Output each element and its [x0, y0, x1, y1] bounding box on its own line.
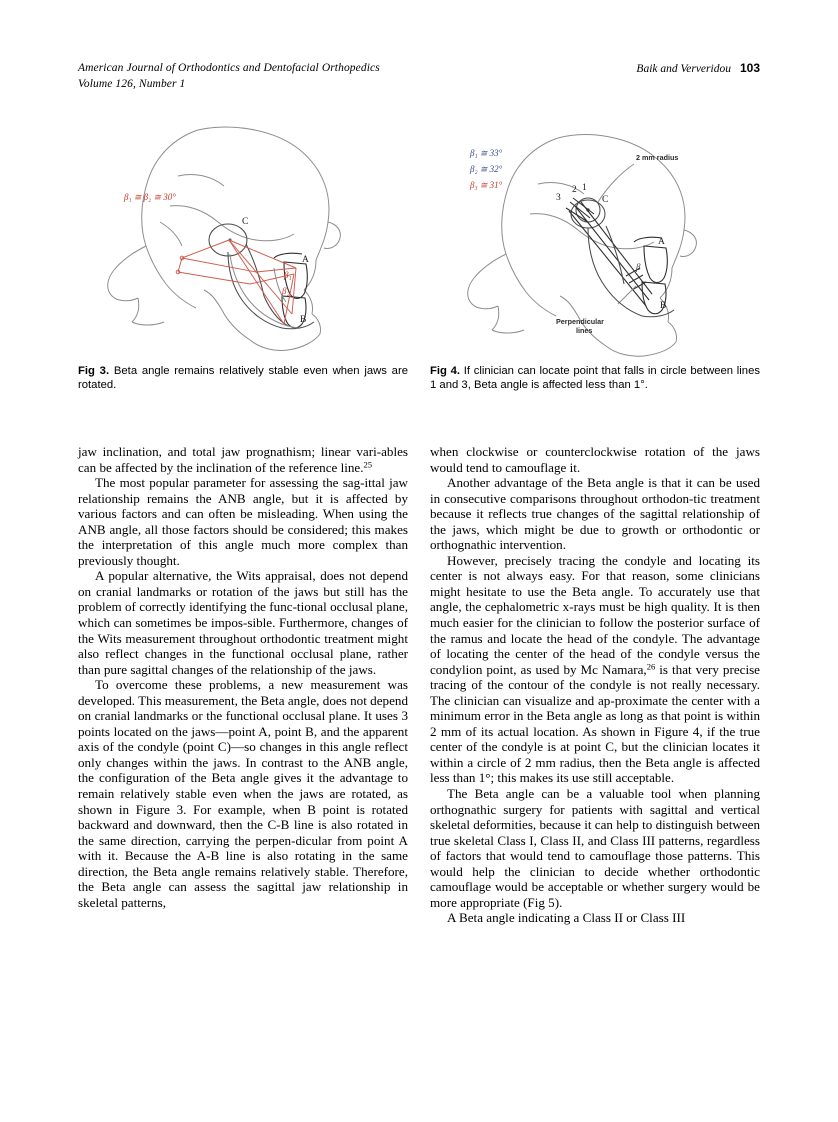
- fig4-point-a-label: A: [658, 237, 665, 247]
- fig4-radius-leader: [597, 163, 635, 203]
- fig3-beta1-label: β₁: [283, 270, 292, 280]
- column-left: jaw inclination, and total jaw prognathi…: [78, 444, 408, 910]
- paragraph-text: However, precisely tracing the condyle a…: [430, 552, 760, 677]
- fig3-point-b-label: B: [300, 315, 306, 325]
- fig4-cranial-lines: [529, 181, 655, 250]
- fig4-perpendicular-label-line2: lines: [576, 326, 592, 335]
- journal-title: American Journal of Orthodontics and Den…: [78, 62, 380, 74]
- fig4-point-c-label: C: [602, 195, 608, 205]
- figure-4-image: β₁ ≅ 33° β₂ ≅ 32° β₃ ≅ 31° 2 mm radius P…: [430, 118, 760, 358]
- figure-4-caption: Fig 4. If clinician can locate point tha…: [430, 364, 760, 393]
- paragraph: The Beta angle can be a valuable tool wh…: [430, 786, 760, 910]
- reference-marker-25: 25: [363, 458, 373, 469]
- paragraph-text: jaw inclination, and total jaw prognathi…: [78, 444, 408, 475]
- figure-4-caption-text: If clinician can locate point that falls…: [430, 365, 761, 392]
- figure-3-caption-text: Beta angle remains relatively stable eve…: [78, 365, 409, 392]
- fig3-beta-angle-lines: [175, 239, 297, 325]
- page-number: 103: [739, 61, 760, 75]
- figure-4-number: Fig 4.: [430, 365, 461, 377]
- paragraph: However, precisely tracing the condyle a…: [430, 553, 760, 786]
- figure-3-image: β₁ ≅ β₂ ≅ 30° C A B β₁ β₂: [78, 118, 408, 358]
- paragraph: To overcome these problems, a new measur…: [78, 677, 408, 910]
- fig3-soft-tissue-outline: [107, 126, 341, 351]
- fig3-rotated-jaw-outline: [229, 253, 299, 329]
- fig4-line-2-label: 2: [572, 185, 577, 195]
- fig3-beta2-label: β₂: [281, 286, 290, 296]
- figure-3-svg: β₁ ≅ β₂ ≅ 30° C A B β₁ β₂: [107, 126, 341, 351]
- fig4-point-b-label: B: [660, 301, 666, 311]
- paragraph: jaw inclination, and total jaw prognathi…: [78, 444, 408, 475]
- fig4-soft-tissue-outline: [467, 134, 697, 357]
- fig3-cranial-lines: [159, 173, 295, 247]
- figure-3-number: Fig 3.: [78, 365, 110, 377]
- paragraph: A popular alternative, the Wits appraisa…: [78, 568, 408, 677]
- paragraph: when clockwise or counterclockwise rotat…: [430, 444, 760, 475]
- fig4-beta2-equation: β₂ ≅ 32°: [469, 164, 503, 174]
- fig4-perpendicular-ticks: [617, 267, 647, 305]
- paragraph: The most popular parameter for assessing…: [78, 475, 408, 568]
- fig4-beta-label: β: [635, 262, 641, 272]
- author-names: Baik and Ververidou: [636, 63, 731, 75]
- body-columns: jaw inclination, and total jaw prognathi…: [78, 444, 760, 1074]
- paragraph: Another advantage of the Beta angle is t…: [430, 475, 760, 553]
- fig4-radius-label: 2 mm radius: [636, 153, 678, 162]
- column-right: when clockwise or counterclockwise rotat…: [430, 444, 760, 926]
- figure-row: β₁ ≅ β₂ ≅ 30° C A B β₁ β₂: [78, 118, 760, 416]
- fig4-line-1-label: 1: [582, 183, 587, 193]
- paragraph-text-cont: is that very precise tracing of the cont…: [430, 661, 760, 786]
- journal-volume: Volume 126, Number 1: [78, 78, 186, 90]
- fig4-mandible-tracing: [587, 225, 675, 318]
- fig4-dentition: [633, 236, 668, 315]
- fig3-angle-equation: β₁ ≅ β₂ ≅ 30°: [123, 192, 176, 202]
- fig4-beta1-equation: β₁ ≅ 33°: [469, 148, 503, 158]
- fig4-perpendicular-label-line1: Perpendicular: [556, 317, 604, 326]
- reference-marker-26: 26: [646, 660, 656, 671]
- fig3-point-a-label: A: [302, 255, 309, 265]
- paragraph: A Beta angle indicating a Class II or Cl…: [447, 910, 686, 926]
- running-head-authors-page: Baik and Ververidou 103: [636, 60, 760, 77]
- fig3-point-c-label: C: [242, 217, 248, 227]
- running-head-journal: American Journal of Orthodontics and Den…: [78, 60, 380, 92]
- fig4-line-3-label: 3: [556, 193, 561, 203]
- figure-3-caption: Fig 3. Beta angle remains relatively sta…: [78, 364, 408, 393]
- fig4-beta3-equation: β₃ ≅ 31°: [469, 180, 503, 190]
- fig4-construction-lines-123: [565, 197, 653, 307]
- running-head: American Journal of Orthodontics and Den…: [78, 60, 760, 94]
- figure-4-svg: β₁ ≅ 33° β₂ ≅ 32° β₃ ≅ 31° 2 mm radius P…: [467, 134, 697, 357]
